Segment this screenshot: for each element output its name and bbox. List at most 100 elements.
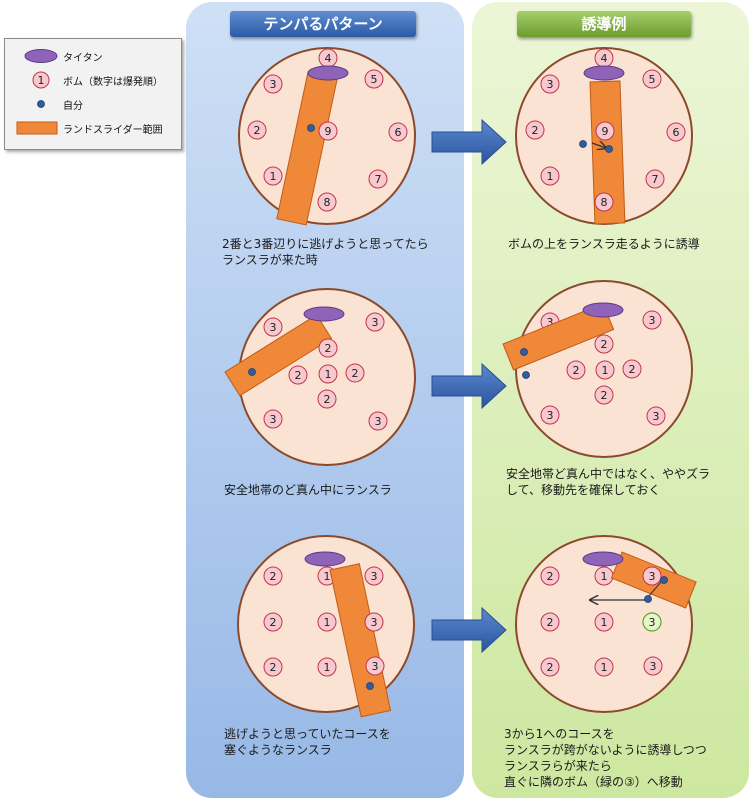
legend: タイタン 1 ボム（数字は爆発順） 自分 ランドスライダー範囲 xyxy=(4,38,182,150)
bomb: 7 xyxy=(645,169,665,189)
player-dot-icon xyxy=(37,100,45,108)
bomb: 8 xyxy=(594,192,614,212)
bomb: 3 xyxy=(365,312,385,332)
bomb: 2 xyxy=(566,360,586,380)
bomb: 2 xyxy=(263,657,283,677)
legend-label-bomb: ボム（数字は爆発順） xyxy=(63,77,163,88)
player-dot xyxy=(307,124,315,132)
bomb-number: 1 xyxy=(324,570,331,583)
bomb: 3 xyxy=(263,317,283,337)
bomb-number: 3 xyxy=(547,409,554,422)
titan xyxy=(582,551,624,567)
caption-p3-left-line1: 逃げようと思っていたコースを xyxy=(224,727,391,741)
bomb: 3 xyxy=(364,566,384,586)
bomb-number: 3 xyxy=(372,316,379,329)
caption-p3-right-line2: ランスラが跨がないように誘導しつつ xyxy=(504,743,707,757)
caption-p2-left: 安全地帯のど真ん中にランスラ xyxy=(224,482,392,498)
titan xyxy=(307,65,349,81)
player-dot xyxy=(522,371,530,379)
bomb-number: 8 xyxy=(601,196,608,209)
bomb: 1 xyxy=(594,657,614,677)
player-dot xyxy=(605,145,613,153)
bomb: 3 xyxy=(368,411,388,431)
caption-p2-right-line1: 安全地帯ど真ん中ではなく、ややズラ xyxy=(506,467,711,481)
bomb-number: 2 xyxy=(601,338,608,351)
titan xyxy=(303,306,345,322)
bomb-number: 2 xyxy=(270,616,277,629)
bomb: 4 xyxy=(318,48,338,68)
bomb-number: 3 xyxy=(270,78,277,91)
bomb: 5 xyxy=(364,69,384,89)
bomb-number: 2 xyxy=(254,124,261,137)
bomb-number: 1 xyxy=(601,570,608,583)
bomb-number: 3 xyxy=(653,410,660,423)
bomb-number: 2 xyxy=(547,616,554,629)
caption-p1-left-line2: ランスラが来た時 xyxy=(222,253,318,267)
bomb: 3 xyxy=(642,566,662,586)
bomb: 1 xyxy=(317,612,337,632)
bomb: 2 xyxy=(247,120,267,140)
caption-p3-right-line3: ランスラらが来たら xyxy=(504,759,612,773)
bomb: 3 xyxy=(263,74,283,94)
bomb: 1 xyxy=(594,612,614,632)
bomb-number: 1 xyxy=(325,368,332,381)
bomb: 5 xyxy=(642,69,662,89)
landslider-icon xyxy=(16,121,58,135)
arrow-right-icon xyxy=(431,118,507,166)
bomb-number: 3 xyxy=(547,316,554,329)
diagram-p3-left: 2 1 3 2 1 3 2 1 3 xyxy=(237,535,415,718)
bomb-number: 3 xyxy=(270,321,277,334)
bomb-number: 6 xyxy=(395,126,402,139)
legend-item-landslider: ランドスライダー範囲 xyxy=(5,117,181,139)
arrow-right-icon xyxy=(431,606,507,654)
legend-label-landslider: ランドスライダー範囲 xyxy=(63,125,163,136)
bomb-number: 1 xyxy=(270,170,277,183)
bomb: 2 xyxy=(263,612,283,632)
legend-item-bomb: 1 ボム（数字は爆発順） xyxy=(5,69,181,91)
diagram-p2-left: 3 3 2 2 1 2 2 3 3 xyxy=(224,288,416,466)
bomb-number: 4 xyxy=(601,52,608,65)
bomb-number: 1 xyxy=(601,616,608,629)
bomb-number: 3 xyxy=(371,570,378,583)
bomb: 3 xyxy=(540,74,560,94)
bomb: 1 xyxy=(318,364,338,384)
green-bomb: 3 xyxy=(642,612,662,632)
bomb-number: 2 xyxy=(324,393,331,406)
arrow-right-icon xyxy=(431,362,507,410)
bomb: 3 xyxy=(642,310,662,330)
bomb: 2 xyxy=(622,359,642,379)
bomb: 2 xyxy=(594,334,614,354)
bomb: 2 xyxy=(594,385,614,405)
bomb-number: 1 xyxy=(601,661,608,674)
bomb: 3 xyxy=(263,409,283,429)
bomb-number: 2 xyxy=(532,124,539,137)
bomb-number: 3 xyxy=(649,570,656,583)
bomb: 2 xyxy=(525,120,545,140)
bomb: 1 xyxy=(263,166,283,186)
caption-p1-right-line1: ボムの上をランスラ走るように誘導 xyxy=(508,237,700,251)
bomb-number: 1 xyxy=(324,616,331,629)
caption-p2-right: 安全地帯ど真ん中ではなく、ややズラ して、移動先を確保しておく xyxy=(506,466,710,498)
player-dot xyxy=(660,576,668,584)
bomb-number: 9 xyxy=(325,125,332,138)
caption-p1-left-line1: 2番と3番辺りに逃げようと思ってたら xyxy=(222,237,429,251)
landslider-range xyxy=(329,563,392,718)
player-dot xyxy=(579,140,587,148)
diagram-p1-right: 4 3 5 2 9 6 1 7 8 xyxy=(515,47,693,225)
titan xyxy=(304,551,346,567)
bomb: 6 xyxy=(388,122,408,142)
legend-label-player: 自分 xyxy=(63,101,83,112)
bomb: 3 xyxy=(364,612,384,632)
bomb: 1 xyxy=(594,566,614,586)
bomb-number: 7 xyxy=(652,173,659,186)
bomb: 9 xyxy=(595,121,615,141)
bomb: 2 xyxy=(263,566,283,586)
caption-p3-right-line1: 3から1へのコースを xyxy=(504,727,615,741)
bomb-number: 5 xyxy=(371,73,378,86)
caption-p1-left: 2番と3番辺りに逃げようと思ってたら ランスラが来た時 xyxy=(222,236,429,268)
bomb: 9 xyxy=(318,121,338,141)
bomb-number: 1 xyxy=(547,170,554,183)
bomb: 2 xyxy=(288,365,308,385)
bomb-number: 2 xyxy=(601,389,608,402)
